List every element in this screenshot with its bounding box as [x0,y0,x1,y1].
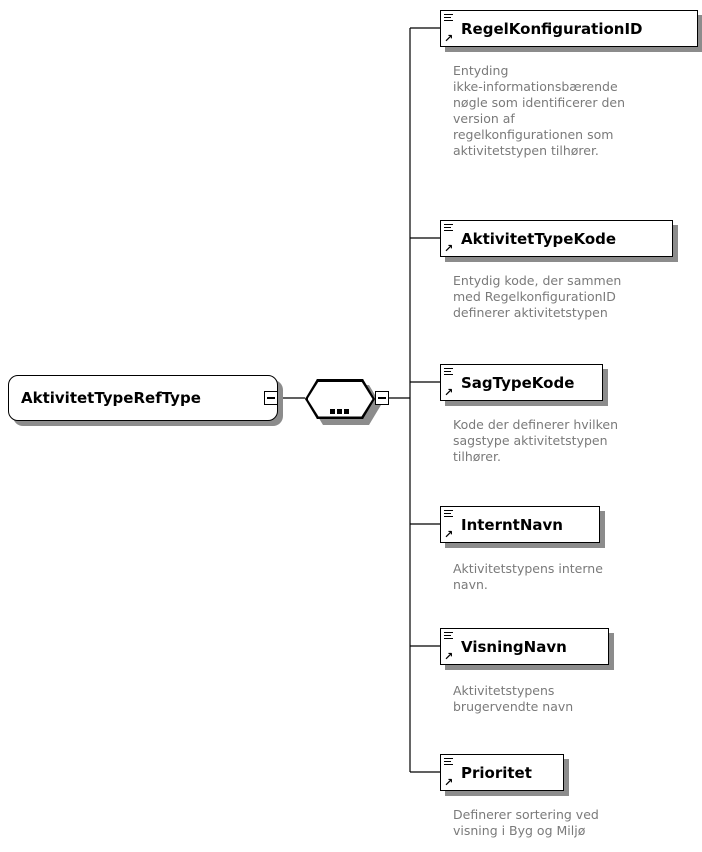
element-reference-icon: ↗ [444,510,458,540]
element-label: AktivitetTypeKode [461,230,617,248]
element-reference-icon: ↗ [444,758,458,788]
root-collapse-icon[interactable] [264,391,278,405]
element-documentation: Kode der definerer hvilken sagstype akti… [453,417,619,464]
element-sagtypekode[interactable]: ↗ SagTypeKode [440,364,603,401]
element-label: Prioritet [461,764,532,782]
element-label: InterntNavn [461,516,563,534]
element-prioritet[interactable]: ↗ Prioritet [440,754,564,791]
element-reference-icon: ↗ [444,14,458,44]
element-reference-icon: ↗ [444,224,458,254]
element-reference-icon: ↗ [444,368,458,398]
element-documentation: Aktivitetstypens brugervendte navn [453,683,574,714]
element-regelkonfigurationid[interactable]: ↗ RegelKonfigurationID [440,10,698,47]
sequence-icon [330,399,351,418]
element-aktivitettypekode[interactable]: ↗ AktivitetTypeKode [440,220,673,257]
element-visningnavn[interactable]: ↗ VisningNavn [440,628,609,665]
root-complex-type[interactable]: AktivitetTypeRefType [8,375,278,421]
element-documentation: Definerer sortering ved visning i Byg og… [453,807,599,838]
element-documentation: Aktivitetstypens interne navn. [453,561,603,592]
root-type-label: AktivitetTypeRefType [21,389,201,407]
element-label: VisningNavn [461,638,567,656]
sequence-collapse-icon[interactable] [375,391,389,405]
element-documentation: Entyding ikke-informationsbærende nøgle … [453,63,625,158]
element-documentation: Entydig kode, der sammen med Regelkonfig… [453,273,622,320]
element-label: RegelKonfigurationID [461,20,643,38]
sequence-compositor[interactable] [305,379,375,419]
element-interntnavn[interactable]: ↗ InterntNavn [440,506,600,543]
element-label: SagTypeKode [461,374,575,392]
element-reference-icon: ↗ [444,632,458,662]
